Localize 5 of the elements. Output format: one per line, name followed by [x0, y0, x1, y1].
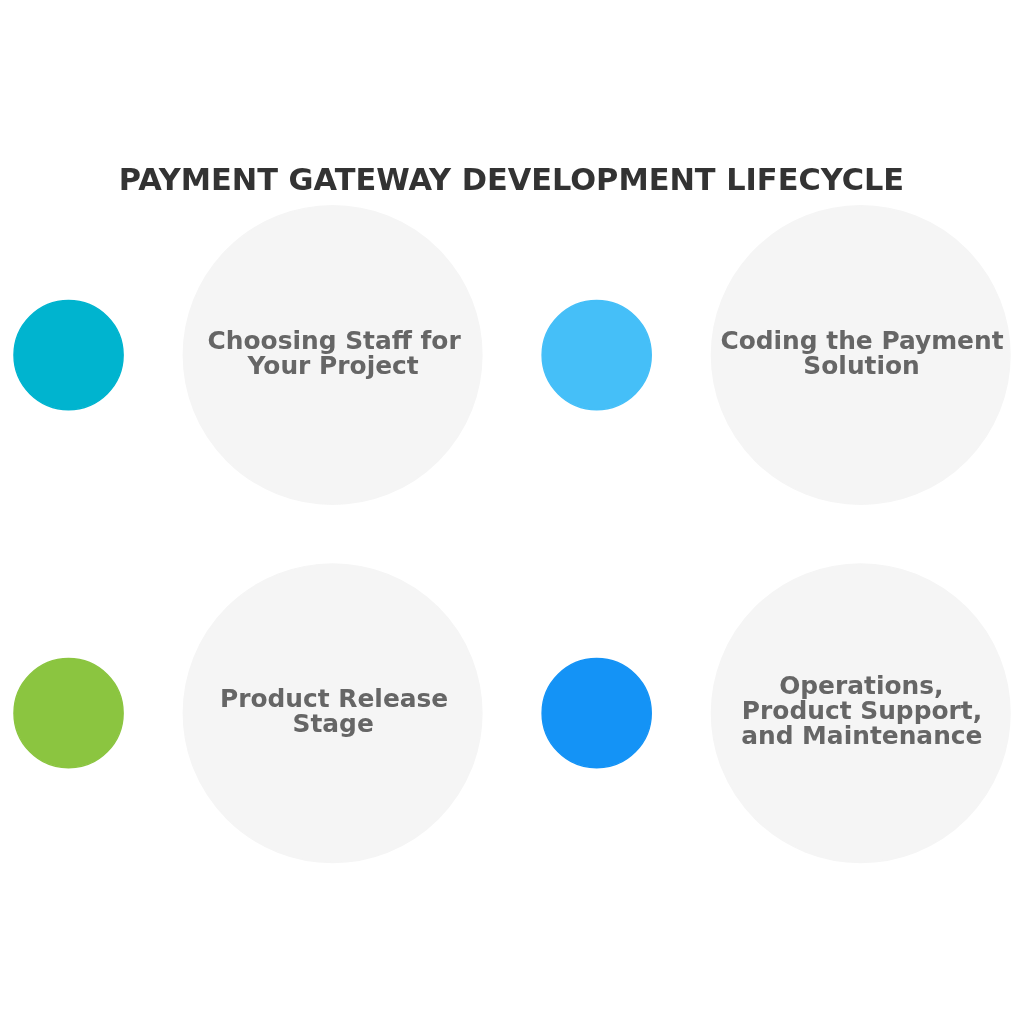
- node-circle: [541, 299, 652, 411]
- diagram-title: PAYMENT GATEWAY DEVELOPMENT LIFECYCLE: [118, 162, 905, 198]
- node-circle: [13, 299, 124, 411]
- node-circle: [13, 657, 124, 769]
- node-circle: [541, 657, 652, 769]
